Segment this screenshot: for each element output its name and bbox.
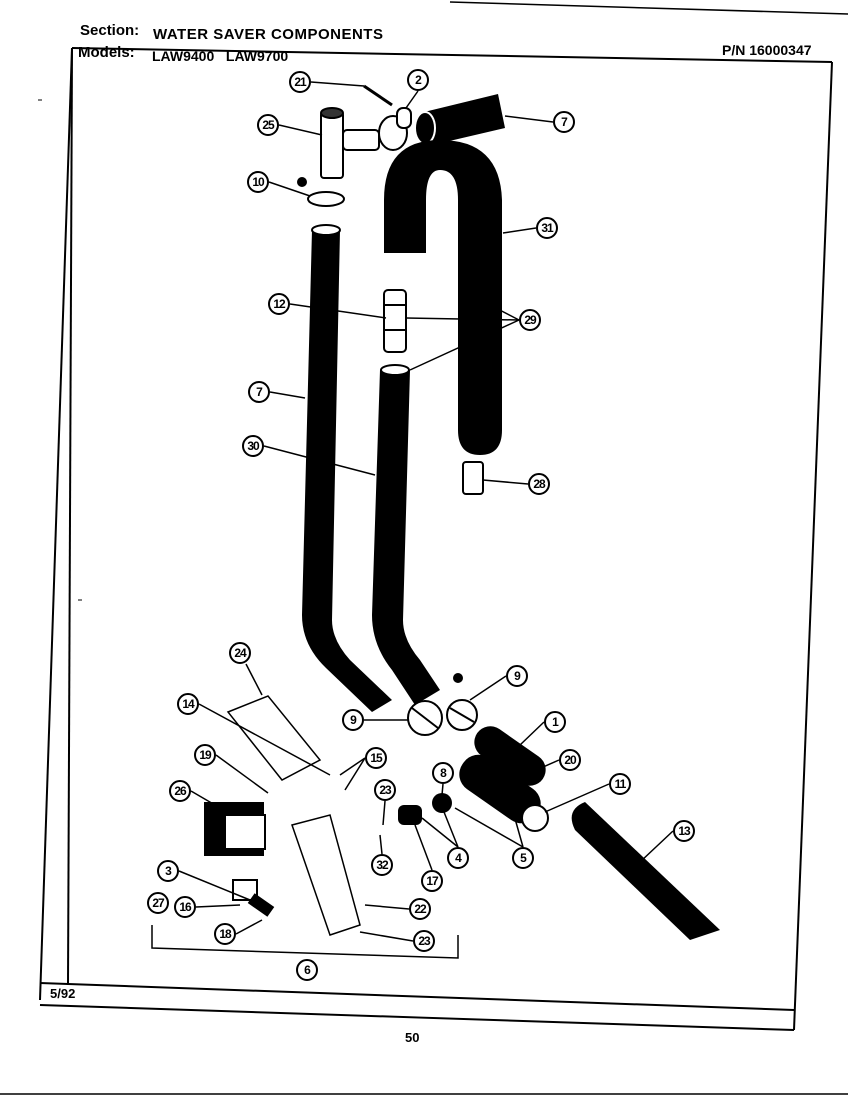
callout-31: 31 bbox=[536, 217, 558, 239]
water-valve-body bbox=[459, 726, 546, 824]
hose-31 bbox=[384, 140, 502, 455]
callout-18: 18 bbox=[214, 923, 236, 945]
callout-8: 8 bbox=[432, 762, 454, 784]
callout-23: 23 bbox=[374, 779, 396, 801]
callout-9: 9 bbox=[506, 665, 528, 687]
callout-17: 17 bbox=[421, 870, 443, 892]
callout-7: 7 bbox=[248, 381, 270, 403]
mounting-bracket bbox=[291, 814, 361, 936]
grommet-8 bbox=[432, 793, 452, 813]
clamp-11 bbox=[521, 804, 549, 832]
switch-assembly bbox=[232, 879, 275, 917]
hose-30 bbox=[372, 370, 440, 705]
callout-10: 10 bbox=[247, 171, 269, 193]
callout-23: 23 bbox=[413, 930, 435, 952]
tee-fitting bbox=[320, 107, 380, 179]
callout-5: 5 bbox=[512, 847, 534, 869]
callout-9: 9 bbox=[342, 709, 364, 731]
callout-26: 26 bbox=[169, 780, 191, 802]
callout-19: 19 bbox=[194, 744, 216, 766]
callout-32: 32 bbox=[371, 854, 393, 876]
section-title: WATER SAVER COMPONENTS bbox=[153, 26, 384, 43]
revision-date: 5/92 bbox=[50, 986, 76, 1001]
callout-4: 4 bbox=[447, 847, 469, 869]
callout-22: 22 bbox=[409, 898, 431, 920]
bracket-17 bbox=[398, 805, 422, 825]
leader-lines bbox=[178, 81, 674, 942]
solenoid-26 bbox=[204, 802, 266, 856]
callout-11: 11 bbox=[609, 773, 631, 795]
callout-6: 6 bbox=[296, 959, 318, 981]
callout-3: 3 bbox=[157, 860, 179, 882]
clamp-2 bbox=[378, 107, 412, 151]
callout-16: 16 bbox=[174, 896, 196, 918]
callout-7: 7 bbox=[553, 111, 575, 133]
callout-28: 28 bbox=[528, 473, 550, 495]
callout-20: 20 bbox=[559, 749, 581, 771]
section-label: Section: bbox=[80, 22, 140, 39]
coupler-12 bbox=[383, 289, 407, 353]
callout-24: 24 bbox=[229, 642, 251, 664]
callout-1: 1 bbox=[544, 711, 566, 733]
callout-25: 25 bbox=[257, 114, 279, 136]
assembly-bracket-6 bbox=[151, 925, 459, 959]
page-number: 50 bbox=[405, 1030, 420, 1045]
valve-9 bbox=[407, 673, 478, 736]
callout-13: 13 bbox=[673, 820, 695, 842]
part-number: P/N 16000347 bbox=[722, 42, 812, 58]
screw-21 bbox=[363, 84, 393, 107]
callout-2: 2 bbox=[407, 69, 429, 91]
callout-15: 15 bbox=[365, 747, 387, 769]
callout-27: 27 bbox=[147, 892, 169, 914]
hose-7-top bbox=[414, 94, 505, 146]
bracket-24 bbox=[226, 695, 322, 781]
fitting-28 bbox=[462, 461, 484, 495]
hose-7 bbox=[302, 230, 392, 712]
callout-29: 29 bbox=[519, 309, 541, 331]
callout-14: 14 bbox=[177, 693, 199, 715]
hose-13 bbox=[571, 802, 720, 940]
callout-12: 12 bbox=[268, 293, 290, 315]
callout-21: 21 bbox=[289, 71, 311, 93]
callout-30: 30 bbox=[242, 435, 264, 457]
clamp-10 bbox=[297, 177, 345, 207]
